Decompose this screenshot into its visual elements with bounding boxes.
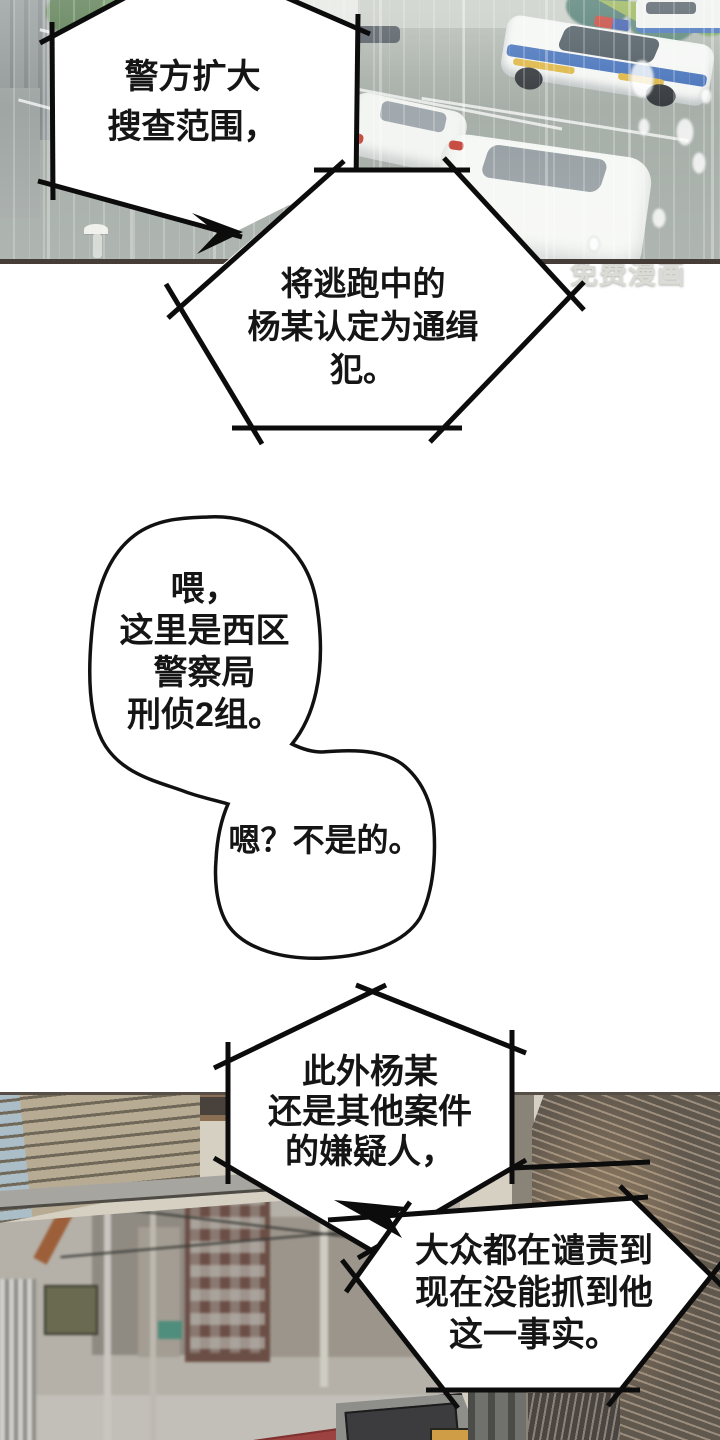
rain-drop bbox=[588, 236, 600, 252]
bubble-line: 这一事实。 bbox=[449, 1316, 619, 1354]
speech-text-no: 嗯？不是的。 bbox=[212, 820, 437, 860]
person bbox=[92, 234, 102, 258]
bubble-line: 还是其他案件 bbox=[268, 1093, 472, 1131]
bubble-line: 警方扩大 bbox=[124, 58, 261, 96]
rain-drop bbox=[692, 152, 706, 174]
utility-pole bbox=[104, 1187, 111, 1440]
door-frame bbox=[468, 1387, 526, 1440]
rain-drop bbox=[630, 60, 654, 98]
window-blinds-small bbox=[528, 1393, 620, 1440]
police-car-window bbox=[646, 2, 696, 14]
speech-text-public-blame: 大众都在谴责到 现在没能抓到他 这一事实。 bbox=[408, 1230, 660, 1356]
utility-pole bbox=[320, 1187, 328, 1387]
bubble-line: 现在没能抓到他 bbox=[415, 1274, 653, 1312]
bubble-line: 嗯？不是的。 bbox=[228, 822, 421, 858]
storefront-sign bbox=[158, 1321, 182, 1339]
speech-text-wanted: 将逃跑中的 杨某认定为通缉犯。 bbox=[218, 262, 508, 391]
bubble-line: 此外杨某 bbox=[302, 1053, 438, 1091]
bubble-line: 将逃跑中的 bbox=[280, 265, 446, 302]
police-car-partial bbox=[636, 0, 720, 33]
bubble-line: 刑侦2组。 bbox=[127, 696, 282, 734]
rain-drop bbox=[700, 88, 712, 104]
bubble-line: 警察局 bbox=[153, 654, 256, 692]
bubble-line: 喂， bbox=[170, 570, 239, 608]
speech-text-police-station: 喂， 这里是西区 警察局 刑侦2组。 bbox=[82, 568, 327, 736]
rain-drop bbox=[652, 208, 666, 228]
utility-box bbox=[44, 1285, 98, 1335]
speech-text-other-cases: 此外杨某 还是其他案件 的嫌疑人， bbox=[252, 1052, 488, 1172]
bubble-line: 大众都在谴责到 bbox=[415, 1232, 653, 1270]
utility-pole bbox=[150, 1187, 156, 1440]
rain-drop bbox=[676, 118, 694, 146]
speech-text-police-expand: 警方扩大 搜查范围， bbox=[95, 52, 290, 152]
bubble-line: 的嫌疑人， bbox=[285, 1133, 455, 1171]
bubble-line: 这里是西区 bbox=[119, 612, 290, 650]
bubble-line: 搜查范围， bbox=[107, 108, 278, 146]
bubble-line: 杨某认定为通缉犯。 bbox=[247, 308, 479, 388]
street-fence bbox=[0, 1279, 36, 1440]
rain-drop bbox=[638, 118, 650, 136]
building-left-2 bbox=[0, 88, 40, 218]
